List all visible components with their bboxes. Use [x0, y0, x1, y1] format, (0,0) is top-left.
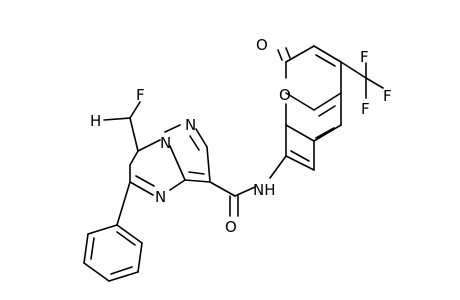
bond-c7-c8-inner [290, 150, 310, 162]
atom-label-chf2-f: F [136, 86, 145, 104]
atom-labels: O O F F F F H N N N NH O [90, 36, 392, 236]
bond-c2-o-double-a [277, 49, 283, 61]
bond-ph-6-1 [116, 224, 143, 244]
bond-c2-n1-inner [189, 135, 200, 151]
bond-n4-c5-inner [135, 175, 155, 187]
bond-c3a-n4 [169, 179, 186, 191]
atom-label-carbonyl-o-top: O [256, 36, 268, 54]
bond-ph-inner-a [90, 237, 95, 260]
bond-c3a-c3-inner [188, 171, 205, 175]
bond-c7-nh [269, 155, 287, 179]
bond-nh-carbonyl [234, 186, 256, 197]
atom-label-bridge-n: N [160, 134, 171, 152]
bond-c5-phenyl [116, 181, 131, 226]
atom-label-amide-nh: NH [253, 181, 276, 199]
atom-label-cf3-f-top: F [360, 48, 369, 66]
bond-c4a-c8a [285, 92, 315, 111]
bond-ph-4-5 [108, 271, 139, 282]
bond-ch-f [129, 101, 141, 119]
bond-c3a-c3 [184, 179, 211, 183]
bond-ring-inner-1 [318, 105, 336, 117]
bond-c3-c4 [313, 45, 342, 63]
atom-label-pyrimidine-n: N [155, 188, 166, 206]
atom-label-amide-o: O [225, 218, 237, 236]
bond-ph-inner-c [116, 231, 136, 246]
bond-c8-c7 [285, 155, 315, 171]
bond-c4-cf3 [340, 61, 367, 79]
atom-label-cf3-f-mid: F [383, 87, 392, 105]
bond-c2-o-double-b [285, 47, 291, 59]
bond-c7-n-bridge [137, 139, 161, 152]
bond-c8a-c8 [313, 92, 342, 111]
bond-c3-c2 [206, 146, 211, 183]
bond-ph-3-4 [83, 262, 110, 282]
bond-ph-1-2 [87, 224, 118, 235]
bond-c3-c4-inner [315, 54, 336, 67]
pyrazolopyrimidine-fragment [103, 101, 211, 196]
bond-ph-5-6 [137, 242, 143, 273]
bond-c7-ch [129, 117, 139, 152]
amide-fragment [209, 155, 287, 217]
bond-n1-n-bridge [164, 124, 181, 133]
bond-c6-c7 [129, 150, 139, 166]
bond-c2-n1 [195, 128, 208, 148]
bond-ph-inner-b [110, 266, 133, 275]
bond-c2-c3 [285, 45, 315, 63]
bond-ring-inner-2 [315, 127, 335, 139]
bond-cf3-f-mid [365, 77, 384, 89]
phenyl-fragment [83, 181, 143, 282]
atom-label-pyrazole-n1: N [185, 116, 196, 134]
bond-n-bridge-c3a [169, 145, 186, 181]
bond-c5-c6 [313, 124, 342, 142]
bond-n4-c5 [129, 181, 154, 196]
atom-label-chf2-h: H [90, 112, 101, 130]
bond-ch-h [103, 117, 131, 121]
bond-ph-2-3 [83, 233, 89, 264]
atom-label-cf3-f-bottom: F [361, 100, 370, 118]
coumarin-fragment [277, 45, 384, 171]
atom-label-lactone-o: O [279, 86, 291, 104]
bond-c6-c7 [285, 124, 315, 142]
bond-carbonyl-c3 [209, 181, 236, 197]
